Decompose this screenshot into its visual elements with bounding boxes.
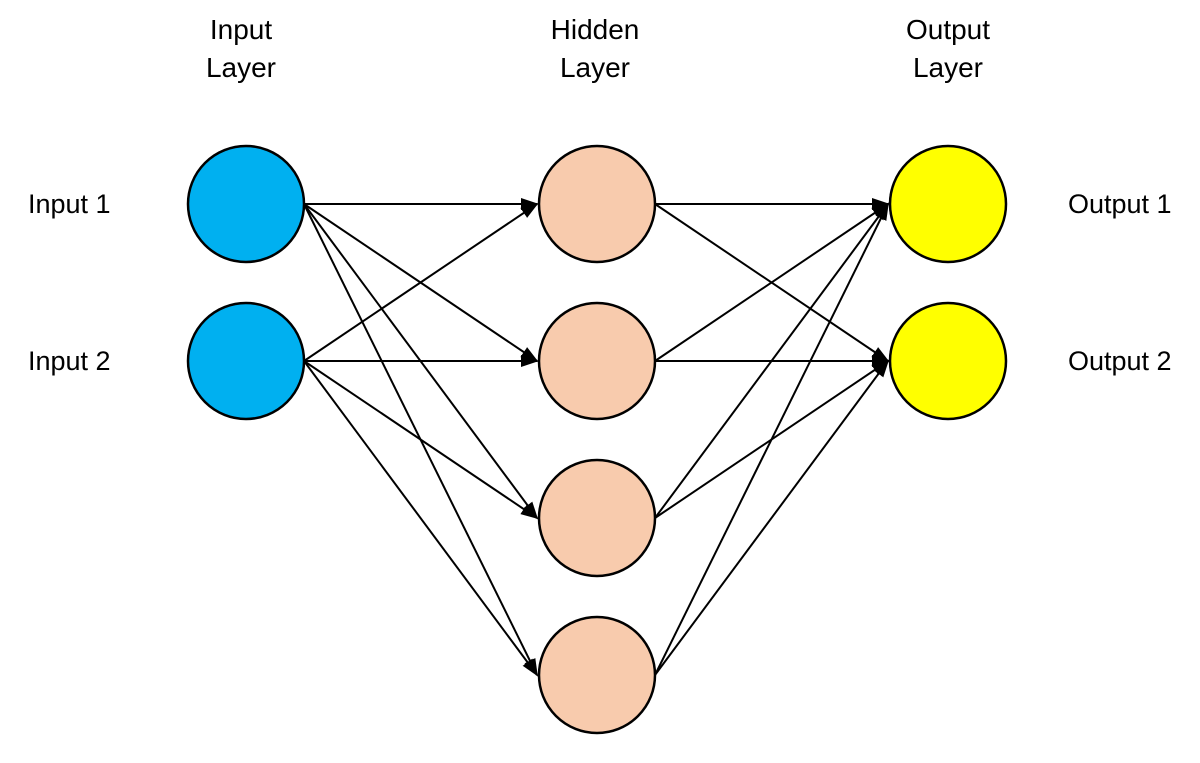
label-output-1: Output 1	[1068, 189, 1172, 219]
node-output-1	[888, 144, 1008, 264]
node-hidden-4	[537, 615, 657, 735]
node-labels: Input 1 Input 2 Output 1 Output 2	[28, 189, 1172, 376]
edges-hidden-to-output	[654, 198, 890, 676]
input-layer-header-line2: Layer	[206, 52, 276, 83]
nodes-group	[186, 144, 1008, 735]
node-input-1	[186, 144, 306, 264]
edge-input2-to-hidden3	[303, 360, 539, 520]
output-layer-header-line1: Output	[906, 14, 990, 45]
edge-input2-to-hidden1	[303, 202, 539, 362]
output-layer-header-line2: Layer	[913, 52, 983, 83]
edges-input-to-hidden	[303, 198, 539, 677]
hidden-layer-header-line1: Hidden	[551, 14, 640, 45]
edge-hidden3-to-output1	[654, 202, 890, 519]
node-input-2	[186, 301, 306, 421]
node-hidden-1	[537, 144, 657, 264]
edge-input2-to-hidden4	[303, 360, 539, 677]
node-output-2	[888, 301, 1008, 421]
node-hidden-2	[537, 301, 657, 421]
layer-headers: Input Layer Hidden Layer Output Layer	[206, 14, 990, 83]
edge-hidden2-to-output1	[654, 202, 890, 362]
label-input-1: Input 1	[28, 189, 111, 219]
edge-hidden4-to-output2	[654, 359, 890, 676]
edge-hidden4-to-output1	[654, 202, 889, 676]
label-output-2: Output 2	[1068, 346, 1172, 376]
label-input-2: Input 2	[28, 346, 111, 376]
hidden-layer-header-line2: Layer	[560, 52, 630, 83]
input-layer-header-line1: Input	[210, 14, 272, 45]
node-hidden-3	[537, 458, 657, 578]
